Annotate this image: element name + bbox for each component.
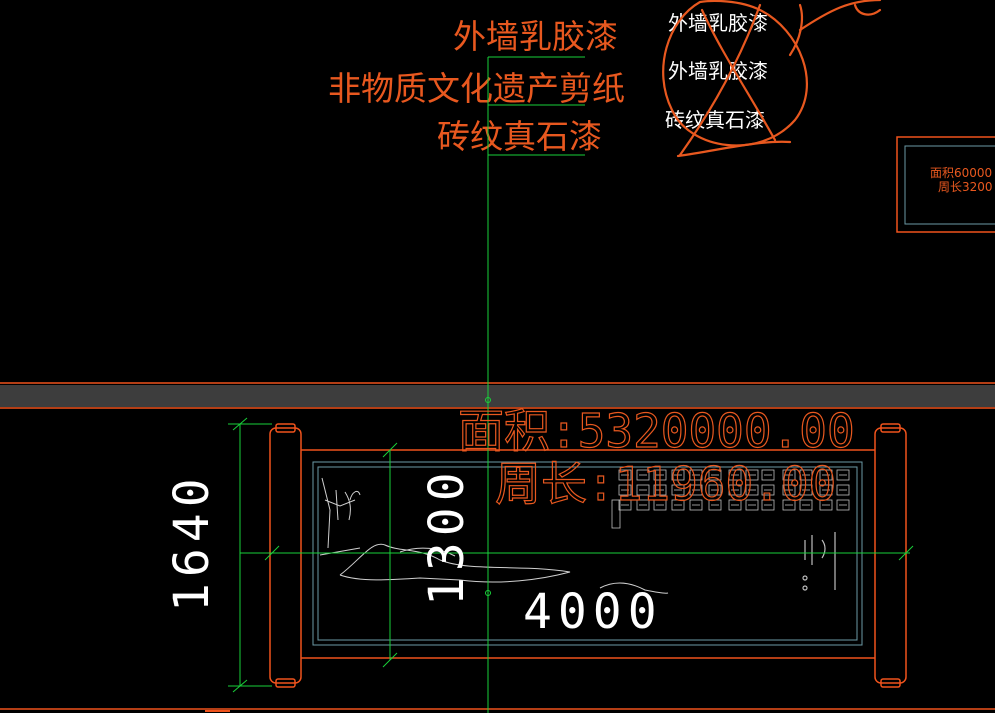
scroll-frame[interactable] xyxy=(269,423,907,688)
calligraphy-glyph xyxy=(745,499,759,511)
material-label-1[interactable]: 外墙乳胶漆 xyxy=(453,17,618,56)
dimension-height-outer[interactable]: 1640 xyxy=(164,472,220,612)
calligraphy-glyph xyxy=(728,499,742,511)
dimension-height-inner[interactable]: 1300 xyxy=(419,466,475,606)
calligraphy-text-artwork xyxy=(611,469,850,529)
calligraphy-glyph xyxy=(799,484,813,496)
calligraphy-glyph xyxy=(745,469,759,481)
calligraphy-glyph xyxy=(799,499,813,511)
calligraphy-glyph xyxy=(671,484,685,496)
calligraphy-glyph xyxy=(799,469,813,481)
material-labels[interactable]: 外墙乳胶漆 非物质文化遗产剪纸 砖纹真石漆 xyxy=(328,17,625,156)
measure-perimeter: 周长:11960.00 xyxy=(495,457,836,511)
side-box-area: 面积60000 xyxy=(930,166,992,180)
calligraphy-glyph xyxy=(761,484,775,496)
calligraphy-glyph xyxy=(761,469,775,481)
dimension-width[interactable]: 4000 xyxy=(523,584,663,640)
calligraphy-glyph xyxy=(761,499,775,511)
calligraphy-glyph xyxy=(653,499,667,511)
calligraphy-glyph xyxy=(745,484,759,496)
leader-lines xyxy=(488,56,585,156)
crossed-labels[interactable]: 外墙乳胶漆 外墙乳胶漆 砖纹真石漆 xyxy=(665,11,768,132)
calligraphy-glyph xyxy=(819,484,833,496)
calligraphy-glyph xyxy=(819,499,833,511)
material-label-3[interactable]: 砖纹真石漆 xyxy=(437,117,602,156)
calligraphy-glyph xyxy=(618,484,632,496)
calligraphy-glyph xyxy=(836,484,850,496)
calligraphy-glyph xyxy=(708,469,722,481)
side-box-perimeter: 周长3200 xyxy=(938,180,993,194)
crossed-label-3[interactable]: 砖纹真石漆 xyxy=(665,108,765,132)
calligraphy-glyph xyxy=(836,469,850,481)
dimension-lines[interactable] xyxy=(228,57,914,713)
calligraphy-glyph xyxy=(689,499,703,511)
measure-area: 面积:5320000.00 xyxy=(458,404,855,458)
calligraphy-glyph xyxy=(653,469,667,481)
material-label-2[interactable]: 非物质文化遗产剪纸 xyxy=(328,69,625,108)
dimension-texts[interactable]: 1640 1300 4000 xyxy=(164,466,663,640)
calligraphy-glyph xyxy=(782,484,796,496)
calligraphy-glyph xyxy=(782,469,796,481)
seal-marks xyxy=(802,532,836,591)
calligraphy-glyph xyxy=(728,469,742,481)
measure-result: 面积:5320000.00 周长:11960.00 xyxy=(457,403,855,511)
calligraphy-glyph xyxy=(782,499,796,511)
calligraphy-glyph xyxy=(671,499,685,511)
cross-out-scribble xyxy=(662,0,882,158)
calligraphy-glyph xyxy=(618,499,632,511)
calligraphy-glyph xyxy=(689,469,703,481)
calligraphy-glyph xyxy=(636,499,650,511)
calligraphy-glyph xyxy=(636,484,650,496)
calligraphy-signature xyxy=(611,499,621,529)
calligraphy-glyph xyxy=(819,469,833,481)
calligraphy-glyph xyxy=(653,484,667,496)
calligraphy-glyph xyxy=(671,469,685,481)
calligraphy-glyph xyxy=(836,499,850,511)
side-info-box[interactable]: 面积60000 周长3200 xyxy=(896,136,995,233)
wall-band[interactable] xyxy=(0,382,995,409)
calligraphy-glyph xyxy=(728,484,742,496)
calligraphy-glyph xyxy=(708,484,722,496)
calligraphy-glyph xyxy=(689,484,703,496)
calligraphy-glyph xyxy=(636,469,650,481)
landscape-artwork xyxy=(319,477,669,594)
calligraphy-glyph xyxy=(708,499,722,511)
crossed-label-2[interactable]: 外墙乳胶漆 xyxy=(668,59,768,83)
calligraphy-glyph xyxy=(618,469,632,481)
